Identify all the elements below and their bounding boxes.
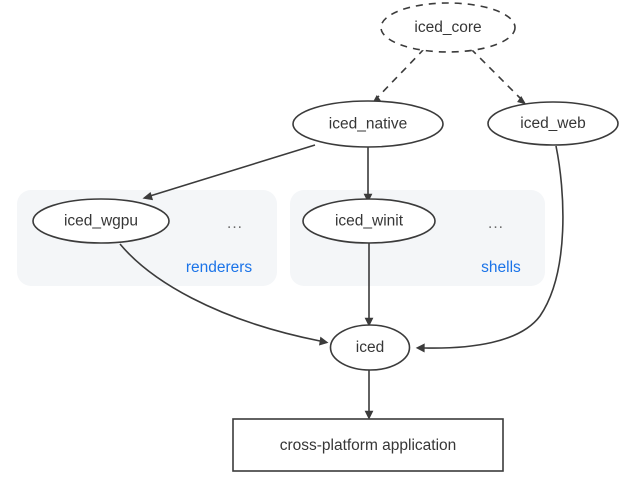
- node-iced-core-shape[interactable]: [380, 2, 516, 53]
- node-application-shape[interactable]: [232, 418, 504, 472]
- node-application-label: cross-platform application: [280, 437, 457, 454]
- node-iced-winit-shape[interactable]: [302, 198, 436, 244]
- node-iced-web[interactable]: iced_web: [487, 101, 619, 146]
- node-iced-web-shape[interactable]: [487, 101, 619, 146]
- node-iced-wgpu-shape[interactable]: [32, 198, 170, 244]
- node-iced-core-label: iced_core: [414, 19, 481, 36]
- node-iced-core[interactable]: iced_core: [380, 2, 516, 53]
- arrow-head: [364, 317, 374, 327]
- arrow-head: [319, 336, 329, 346]
- arrow-head: [415, 343, 425, 353]
- arrow-head: [363, 193, 373, 203]
- node-iced-web-label: iced_web: [520, 115, 586, 132]
- node-iced-native-shape[interactable]: [292, 100, 444, 148]
- edge-iced-web-to-iced: [415, 145, 564, 353]
- node-iced-wgpu[interactable]: iced_wgpu: [32, 198, 170, 244]
- cluster-renderers-label: renderers: [186, 259, 253, 276]
- cluster-shells-label: shells: [481, 259, 521, 276]
- edge-iced-native-to-iced-winit: [363, 147, 373, 203]
- node-cross-platform-application[interactable]: cross-platform application: [232, 418, 504, 472]
- edge-path: [119, 243, 321, 342]
- cluster-renderers-ellipsis: ...: [227, 215, 243, 232]
- node-iced[interactable]: iced: [329, 324, 411, 371]
- edge-path: [377, 48, 425, 98]
- arrow-head: [517, 95, 527, 105]
- node-iced-shape[interactable]: [329, 324, 411, 371]
- arrow-head: [142, 191, 154, 201]
- edge-iced-native-to-iced-wgpu: [142, 144, 316, 201]
- edge-iced-to-application: [364, 370, 374, 420]
- edge-path: [423, 145, 564, 349]
- edge-iced-winit-to-iced: [364, 243, 374, 327]
- node-iced-native[interactable]: iced_native: [292, 100, 444, 148]
- edge-path: [470, 48, 521, 99]
- cluster-shells-ellipsis: ...: [488, 215, 504, 232]
- edge-iced-core-to-iced-native: [371, 48, 425, 104]
- arrow-head: [364, 410, 374, 420]
- edge-iced-wgpu-to-iced: [119, 243, 329, 346]
- node-iced-wgpu-label: iced_wgpu: [64, 213, 138, 230]
- node-iced-native-label: iced_native: [329, 116, 407, 133]
- node-iced-label: iced: [356, 339, 384, 356]
- edge-path: [149, 144, 316, 197]
- node-iced-winit-label: iced_winit: [335, 213, 404, 230]
- edge-iced-core-to-iced-web: [470, 48, 527, 105]
- node-iced-winit[interactable]: iced_winit: [302, 198, 436, 244]
